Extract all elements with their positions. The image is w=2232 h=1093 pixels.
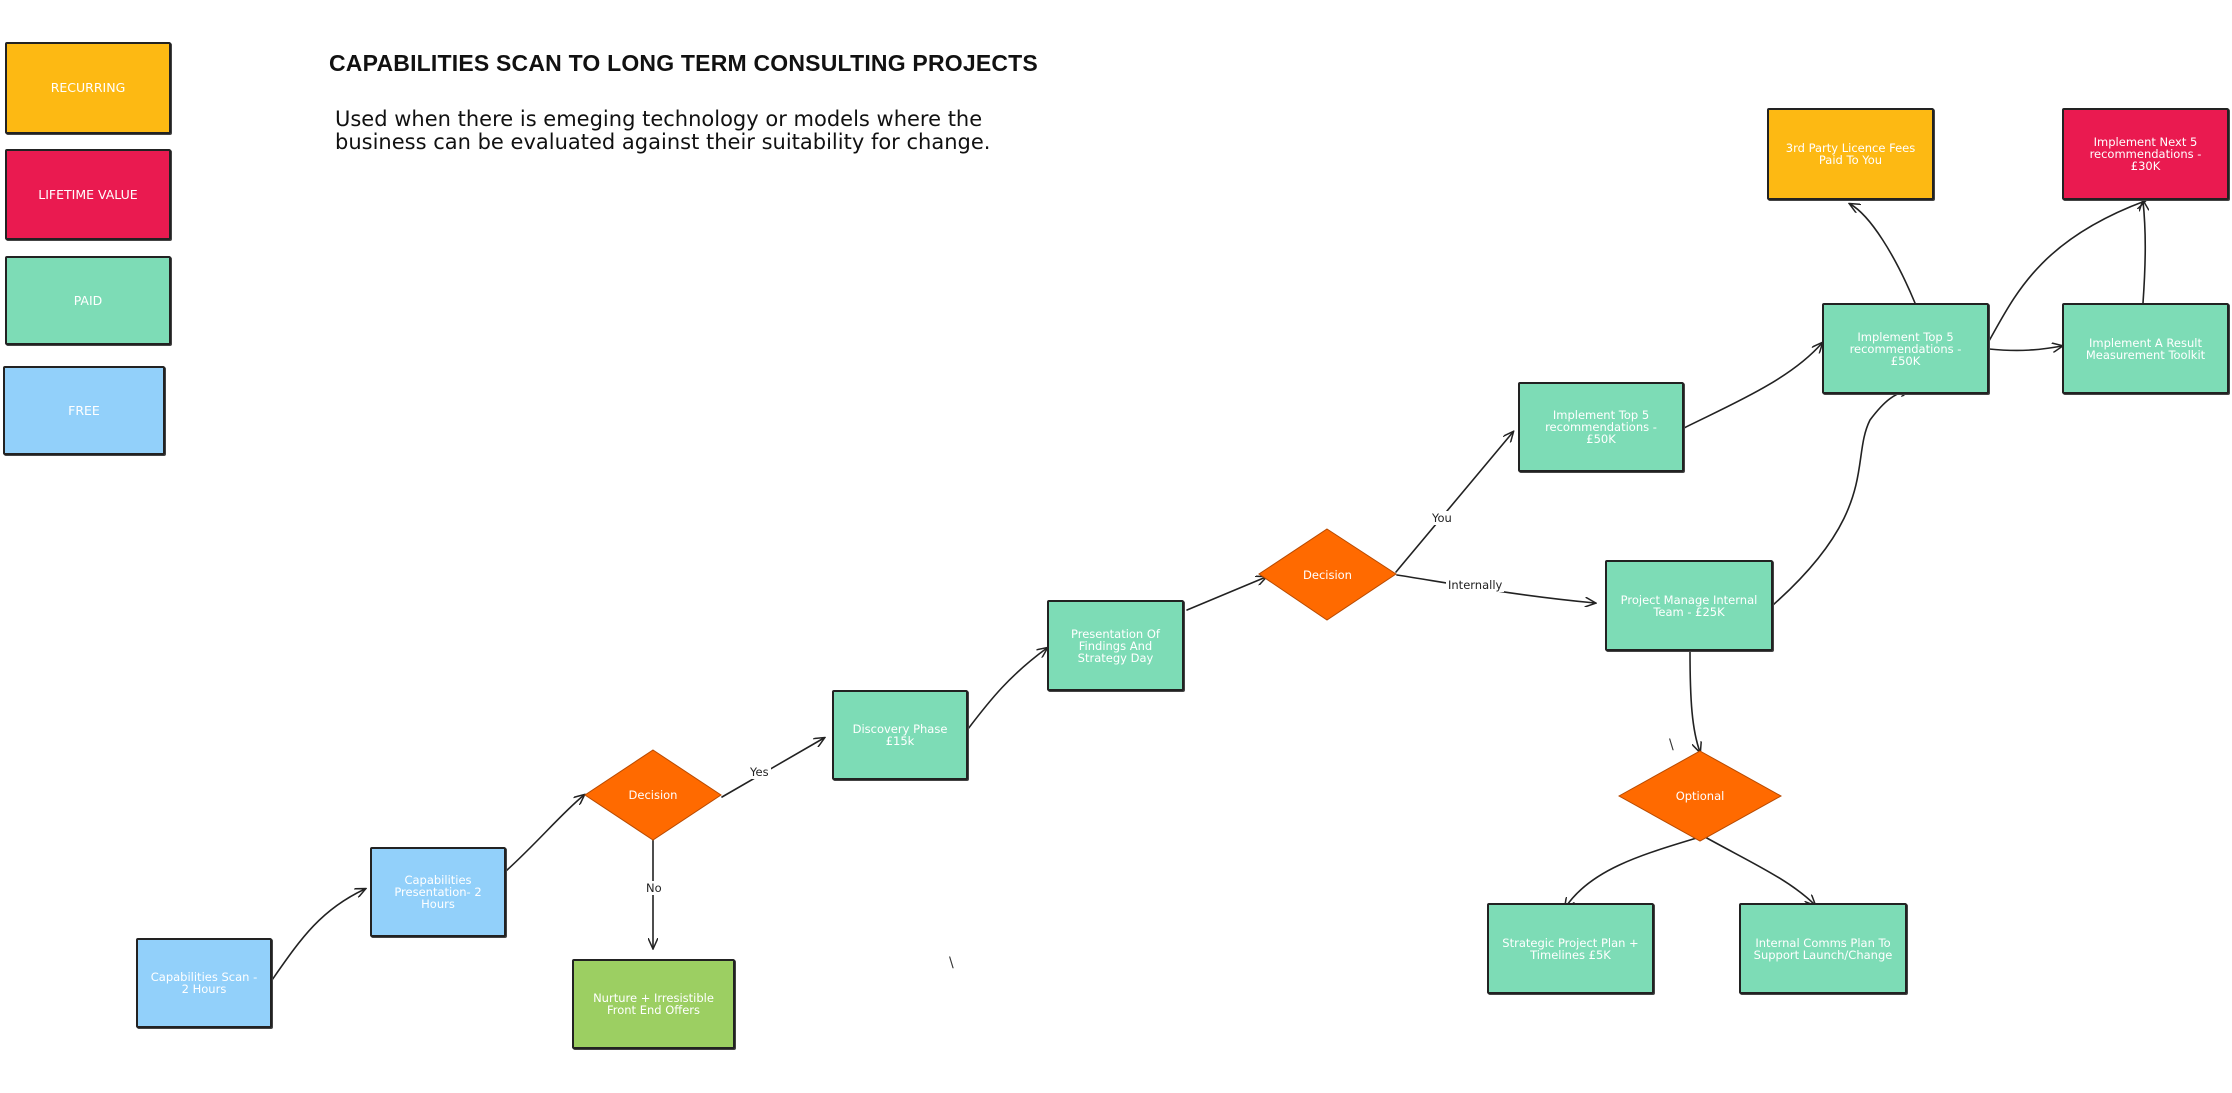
decision-2-shape (1258, 528, 1397, 621)
node-project-manage-label: Project Manage Internal Team - £25K (1620, 592, 1758, 619)
node-discovery-phase-label: Discovery Phase £15k (852, 722, 948, 748)
node-nurture: Nurture + Irresistible Front End Offers (572, 959, 735, 1049)
stray-mark-2: \ (949, 955, 954, 971)
decision-1: Decision (584, 749, 722, 841)
legend-lifetime-value-label: LIFETIME VALUE (38, 186, 138, 202)
edge-top5b-to-toolkit (1988, 346, 2062, 350)
stray-mark-1: \ (1669, 737, 1674, 753)
decision-2: Decision (1258, 528, 1397, 621)
decision-2-label: Decision (1303, 567, 1352, 582)
edge-scan-to-presentation (271, 889, 365, 981)
legend-paid-label: PAID (73, 292, 103, 308)
edge-decision1-to-discovery (721, 738, 824, 798)
edge-project-manage-to-optional (1689, 650, 1700, 752)
edge-label-internally: Internally (1446, 578, 1505, 592)
node-capabilities-scan-label: Capabilities Scan - 2 Hours (150, 970, 258, 996)
page-title: CAPABILITIES SCAN TO LONG TERM CONSULTIN… (329, 50, 1038, 76)
edge-label-you: You (1430, 511, 1454, 525)
legend-free-label: FREE (68, 402, 100, 418)
node-strategic-project-plan-label: Strategic Project Plan + Timelines £5K (1502, 935, 1639, 962)
edge-top5a-to-top5b (1683, 343, 1822, 429)
node-implement-top5-a-label: Implement Top 5 recommendations - £50K (1545, 408, 1657, 446)
node-project-manage: Project Manage Internal Team - £25K (1605, 560, 1773, 651)
edge-toolkit-to-next5 (2143, 201, 2145, 304)
legend-paid: PAID (5, 256, 171, 345)
node-strategic-project-plan: Strategic Project Plan + Timelines £5K (1487, 903, 1654, 994)
edge-label-yes: Yes (748, 765, 771, 779)
decision-optional-shape (1618, 750, 1782, 842)
page-subtitle: Used when there is emeging technology or… (335, 107, 991, 154)
legend-lifetime-value: LIFETIME VALUE (5, 149, 171, 240)
node-third-party-licence: 3rd Party Licence Fees Paid To You (1767, 108, 1934, 200)
node-internal-comms-plan: Internal Comms Plan To Support Launch/Ch… (1739, 903, 1907, 994)
node-capabilities-presentation-label: Capabilities Presentation- 2 Hours (394, 873, 482, 911)
edge-optional-to-internal-comms (1704, 836, 1815, 905)
edge-presentation-to-decision1 (505, 795, 584, 872)
node-implement-top5-b: Implement Top 5 recommendations - £50K (1822, 303, 1989, 394)
edge-top5b-to-third-party (1850, 204, 1916, 304)
decision-1-shape (584, 749, 722, 841)
edge-optional-to-strategic (1565, 836, 1701, 908)
legend-free: FREE (3, 366, 165, 455)
node-discovery-phase: Discovery Phase £15k (832, 690, 968, 780)
node-implement-top5-a: Implement Top 5 recommendations - £50K (1518, 382, 1684, 472)
legend-recurring-label: RECURRING (50, 80, 126, 95)
edge-project-manage-to-top5b (1772, 390, 1910, 606)
decision-1-label: Decision (628, 788, 678, 802)
node-presentation-findings-label: Presentation Of Findings And Strategy Da… (1071, 626, 1160, 665)
legend-recurring: RECURRING (5, 42, 171, 134)
node-implement-next5: Implement Next 5 recommendations - £30K (2062, 108, 2229, 200)
node-nurture-label: Nurture + Irresistible Front End Offers (593, 991, 714, 1017)
node-internal-comms-plan-label: Internal Comms Plan To Support Launch/Ch… (1753, 935, 1893, 962)
edge-top5b-to-next5 (1988, 201, 2145, 342)
node-capabilities-scan: Capabilities Scan - 2 Hours (136, 938, 272, 1028)
node-third-party-licence-label: 3rd Party Licence Fees Paid To You (1785, 141, 1916, 167)
edge-findings-to-decision2 (1186, 577, 1266, 611)
node-result-measurement-toolkit: Implement A Result Measurement Toolkit (2062, 303, 2229, 394)
edge-discovery-to-presentation-findings (967, 648, 1047, 730)
node-presentation-findings: Presentation Of Findings And Strategy Da… (1047, 600, 1184, 691)
node-implement-next5-label: Implement Next 5 recommendations - £30K (2089, 135, 2202, 173)
node-implement-top5-b-label: Implement Top 5 recommendations - £50K (1849, 329, 1962, 368)
decision-optional-label: Optional (1675, 789, 1725, 803)
decision-optional: Optional (1618, 750, 1782, 842)
edge-label-no: No (644, 881, 664, 895)
node-capabilities-presentation: Capabilities Presentation- 2 Hours (370, 847, 506, 937)
edge-decision2-to-top5a (1395, 432, 1513, 573)
node-result-measurement-toolkit-label: Implement A Result Measurement Toolkit (2085, 335, 2206, 362)
